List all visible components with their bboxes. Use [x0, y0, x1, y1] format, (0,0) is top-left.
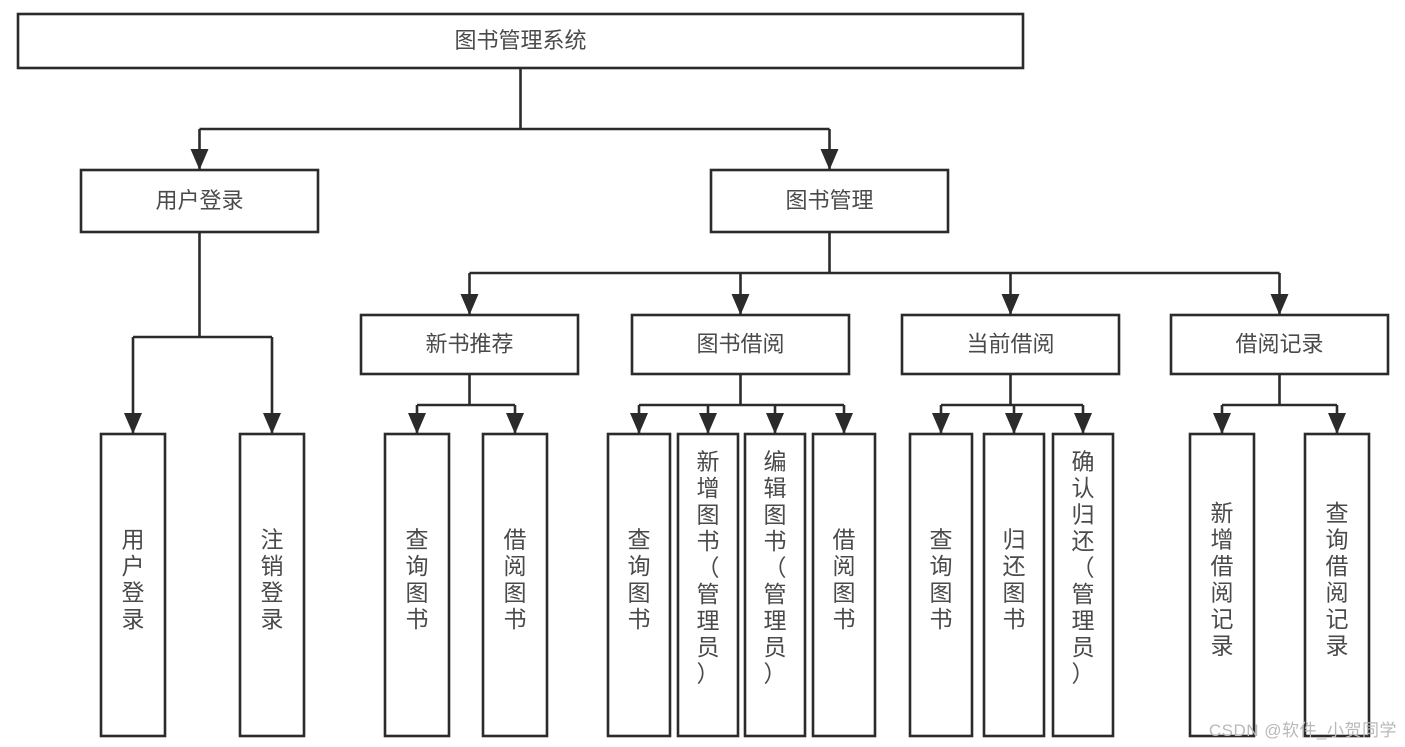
node-box [743, 432, 807, 738]
arrow-head-icon [820, 149, 839, 170]
connector-group-borrow-record [1213, 374, 1346, 434]
node-box [481, 432, 549, 738]
node-box [1169, 313, 1390, 376]
node-box [1303, 432, 1371, 738]
node-layer: 图书管理系统用户登录图书管理新书推荐图书借阅当前借阅借阅记录用户登录注销登录查询… [16, 12, 1390, 738]
node-leaf-user-logout[interactable]: 注销登录 [238, 432, 306, 738]
arrow-head-icon [124, 413, 142, 434]
arrow-head-icon [1001, 294, 1020, 315]
node-box [383, 432, 451, 738]
arrow-head-icon [506, 413, 524, 434]
node-leaf-user-login[interactable]: 用户登录 [99, 432, 167, 738]
node-borrow-record[interactable]: 借阅记录 [1169, 313, 1390, 376]
node-leaf-borrow-book-2[interactable]: 借阅图书 [811, 432, 877, 738]
node-box [630, 313, 851, 376]
node-label: 用户登录 [122, 526, 145, 632]
arrow-head-icon [932, 413, 950, 434]
connector-layer [124, 68, 1346, 434]
node-user-login[interactable]: 用户登录 [79, 168, 320, 234]
connector-group-book-borrow [630, 374, 853, 434]
arrow-head-icon [1328, 413, 1346, 434]
csdn-watermark: CSDN @软件_小贺同学 [1208, 721, 1397, 740]
node-label: 查询图书 [930, 526, 953, 632]
node-box [900, 313, 1121, 376]
node-leaf-query-borrow-record[interactable]: 查询借阅记录 [1303, 432, 1371, 738]
node-label: 借阅图书 [833, 526, 856, 632]
node-box [1051, 432, 1115, 738]
arrow-head-icon [630, 413, 648, 434]
node-leaf-confirm-return[interactable]: 确认归还（管理员） [1051, 432, 1115, 738]
node-box [709, 168, 950, 234]
arrow-head-icon [699, 413, 717, 434]
node-label: 查询图书 [406, 526, 429, 632]
node-book-borrow[interactable]: 图书借阅 [630, 313, 851, 376]
node-label: 注销登录 [261, 526, 284, 632]
node-leaf-query-book-1[interactable]: 查询图书 [383, 432, 451, 738]
arrow-head-icon [1213, 413, 1231, 434]
node-box [359, 313, 580, 376]
node-label: 新书推荐 [425, 331, 513, 356]
node-label: 图书管理 [785, 188, 873, 213]
node-leaf-borrow-book-1[interactable]: 借阅图书 [481, 432, 549, 738]
arrow-head-icon [1270, 294, 1289, 315]
arrow-head-icon [835, 413, 853, 434]
node-box [1188, 432, 1256, 738]
node-label: 查询借阅记录 [1326, 500, 1349, 659]
node-leaf-return-book[interactable]: 归还图书 [982, 432, 1046, 738]
node-leaf-query-book-2[interactable]: 查询图书 [606, 432, 672, 738]
node-label: 编辑图书（管理员） [764, 448, 787, 686]
connector-group-root [190, 68, 839, 170]
node-box [238, 432, 306, 738]
node-current-borrow[interactable]: 当前借阅 [900, 313, 1121, 376]
node-box [16, 12, 1025, 70]
arrow-head-icon [263, 413, 281, 434]
node-label: 用户登录 [155, 188, 243, 213]
node-leaf-add-borrow-record[interactable]: 新增借阅记录 [1188, 432, 1256, 738]
node-box [79, 168, 320, 234]
node-box [99, 432, 167, 738]
node-box [982, 432, 1046, 738]
arrow-head-icon [460, 294, 479, 315]
node-box [676, 432, 740, 738]
node-label: 借阅图书 [504, 526, 527, 632]
connector-group-user-login [124, 232, 281, 434]
node-leaf-add-book[interactable]: 新增图书（管理员） [676, 432, 740, 738]
arrow-head-icon [731, 294, 750, 315]
node-label: 新增借阅记录 [1211, 500, 1234, 659]
node-box [811, 432, 877, 738]
connector-group-current-borrow [932, 374, 1092, 434]
node-label: 确认归还（管理员） [1072, 448, 1095, 686]
node-label: 当前借阅 [966, 331, 1054, 356]
node-root[interactable]: 图书管理系统 [16, 12, 1025, 70]
node-leaf-edit-book[interactable]: 编辑图书（管理员） [743, 432, 807, 738]
node-box [908, 432, 974, 738]
node-new-book-recommend[interactable]: 新书推荐 [359, 313, 580, 376]
node-leaf-query-book-3[interactable]: 查询图书 [908, 432, 974, 738]
connector-group-book-manage [460, 232, 1289, 315]
arrow-head-icon [408, 413, 426, 434]
node-label: 查询图书 [628, 526, 651, 632]
node-box [606, 432, 672, 738]
arrow-head-icon [766, 413, 784, 434]
connector-group-new-book-recommend [408, 374, 524, 434]
node-book-manage[interactable]: 图书管理 [709, 168, 950, 234]
node-label: 图书管理系统 [454, 28, 586, 53]
node-label: 借阅记录 [1235, 331, 1323, 356]
arrow-head-icon [1074, 413, 1092, 434]
node-label: 新增图书（管理员） [697, 448, 720, 686]
node-label: 图书借阅 [696, 331, 784, 356]
arrow-head-icon [1005, 413, 1023, 434]
node-label: 归还图书 [1003, 526, 1026, 632]
arrow-head-icon [190, 149, 209, 170]
